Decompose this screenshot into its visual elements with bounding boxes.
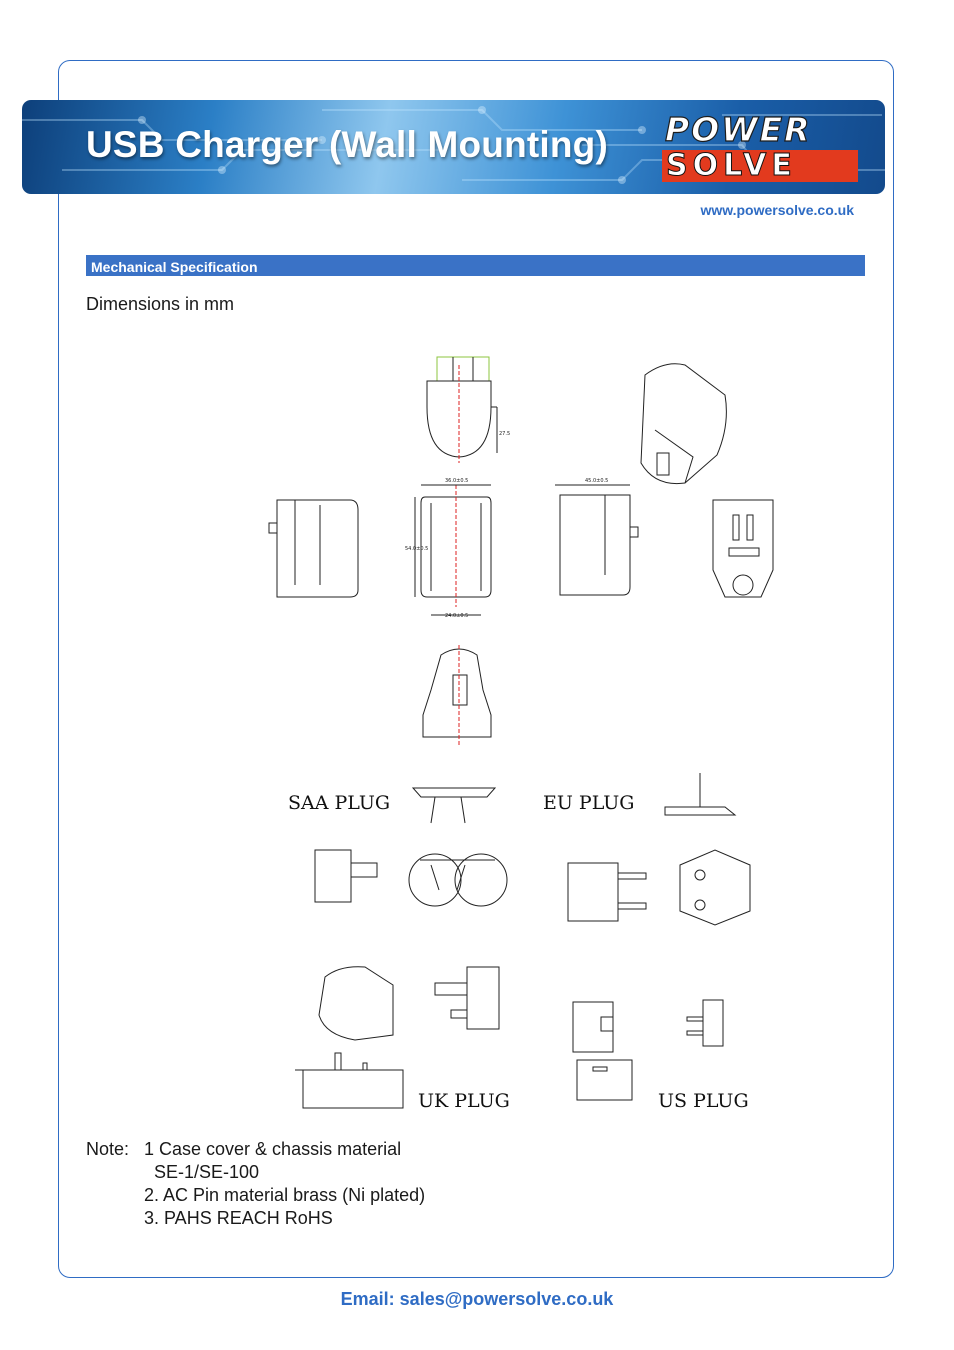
page-title: USB Charger (Wall Mounting) <box>86 124 608 165</box>
saa-plug-drawing <box>314 787 508 907</box>
plug-label-eu: EU PLUG <box>543 792 634 814</box>
dimension-thickness: 24.0±0.5 <box>445 613 468 619</box>
website-link[interactable]: www.powersolve.co.uk <box>700 202 854 218</box>
header-banner: USB Charger (Wall Mounting) POWER SOLVE <box>22 100 885 194</box>
note-line-1: 1 Case cover & chassis material <box>144 1139 402 1159</box>
top-view-drawing <box>426 356 498 463</box>
note-row-2: 2. AC Pin material brass (Ni plated) <box>86 1184 425 1207</box>
dimension-depth: 45.0±0.5 <box>585 478 608 484</box>
footer-email-link[interactable]: Email: sales@powersolve.co.uk <box>340 1289 614 1309</box>
logo-text-top: POWER <box>664 109 812 149</box>
dimension-pin: 27.5 <box>499 431 510 437</box>
uk-plug-drawing <box>295 966 500 1109</box>
isometric-view-drawing <box>640 363 727 485</box>
eu-plug-drawing <box>567 773 751 926</box>
logo-text-bottom: SOLVE <box>666 148 797 184</box>
plug-label-uk: UK PLUG <box>418 1090 510 1112</box>
plug-label-saa: SAA PLUG <box>288 792 390 814</box>
note-row-1: Note: 1 Case cover & chassis material <box>86 1138 401 1161</box>
note-row-1b: SE-1/SE-100 <box>86 1161 259 1184</box>
note-line-3: 3. PAHS REACH RoHS <box>144 1208 333 1228</box>
plug-label-us: US PLUG <box>658 1090 749 1112</box>
section-header: Mechanical Specification <box>86 255 865 276</box>
note-prefix: Note: <box>86 1139 130 1159</box>
note-row-3: 3. PAHS REACH RoHS <box>86 1207 333 1230</box>
us-plug-drawing <box>572 999 724 1101</box>
section-title: Mechanical Specification <box>91 259 258 275</box>
notes-block: Note: 1 Case cover & chassis material SE… <box>86 1138 425 1230</box>
dimension-labels: 36.0±0.5 45.0±0.5 54.0±0.5 24.0±0.5 27.5 <box>405 431 608 619</box>
logo-red-bar <box>662 150 858 182</box>
note-line-2: 2. AC Pin material brass (Ni plated) <box>144 1185 426 1205</box>
side-view-right <box>555 484 639 596</box>
dimension-width: 36.0±0.5 <box>445 478 468 484</box>
mechanical-drawing: 36.0±0.5 45.0±0.5 54.0±0.5 24.0±0.5 27.5… <box>268 356 774 1112</box>
dimension-height: 54.0±0.5 <box>405 546 428 552</box>
dimensions-caption: Dimensions in mm <box>86 294 235 314</box>
page-frame <box>58 60 894 1278</box>
bottom-view-drawing <box>712 499 774 598</box>
powersolve-logo: POWER SOLVE <box>662 109 862 184</box>
note-line-1b: SE-1/SE-100 <box>154 1162 260 1182</box>
usb-end-view-drawing <box>422 645 492 745</box>
side-view-left <box>268 499 359 598</box>
front-view-drawing <box>414 484 492 616</box>
